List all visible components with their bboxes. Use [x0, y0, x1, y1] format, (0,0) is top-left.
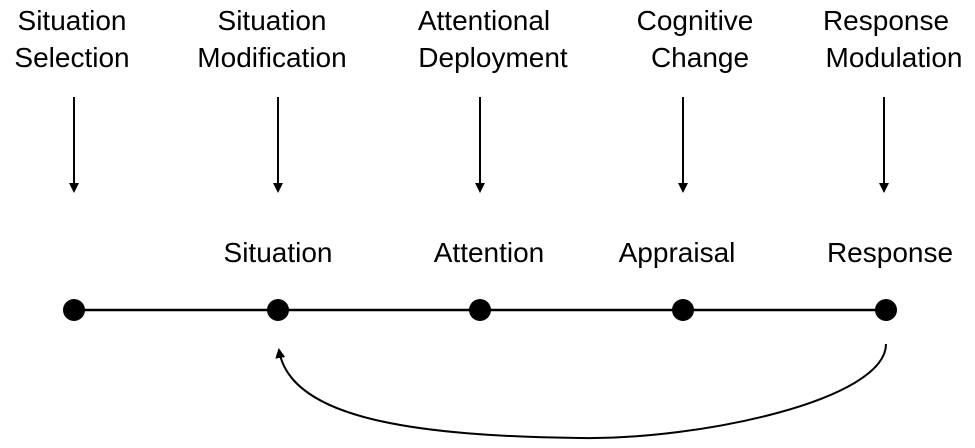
strategy-situation-modification-line2: Modification	[197, 42, 346, 73]
feedback-loop-arrow	[275, 343, 887, 440]
strategy-attentional-deployment-line2: Deployment	[418, 42, 568, 73]
strategy-response-modulation-line2: Modulation	[826, 42, 963, 73]
strategy-response-modulation-line1: Response	[823, 5, 949, 36]
strategy-cognitive-change-line2: Change	[651, 42, 749, 73]
timeline-node-response	[875, 299, 897, 321]
timeline-node-appraisal	[672, 299, 694, 321]
strategy-situation-selection-line1: Situation	[18, 5, 127, 36]
stage-response-label: Response	[827, 237, 953, 268]
strategy-cognitive-change-line1: Cognitive	[637, 5, 754, 36]
strategy-situation-selection-line2: Selection	[14, 42, 129, 73]
timeline-node-attention	[469, 299, 491, 321]
timeline-node-start	[63, 299, 85, 321]
stage-appraisal-label: Appraisal	[619, 237, 736, 268]
stage-situation-label: Situation	[224, 237, 333, 268]
strategy-situation-modification-line1: Situation	[218, 5, 327, 36]
timeline-node-situation	[267, 299, 289, 321]
strategy-attentional-deployment-line1: Attentional	[418, 5, 550, 36]
stage-attention-label: Attention	[434, 237, 545, 268]
